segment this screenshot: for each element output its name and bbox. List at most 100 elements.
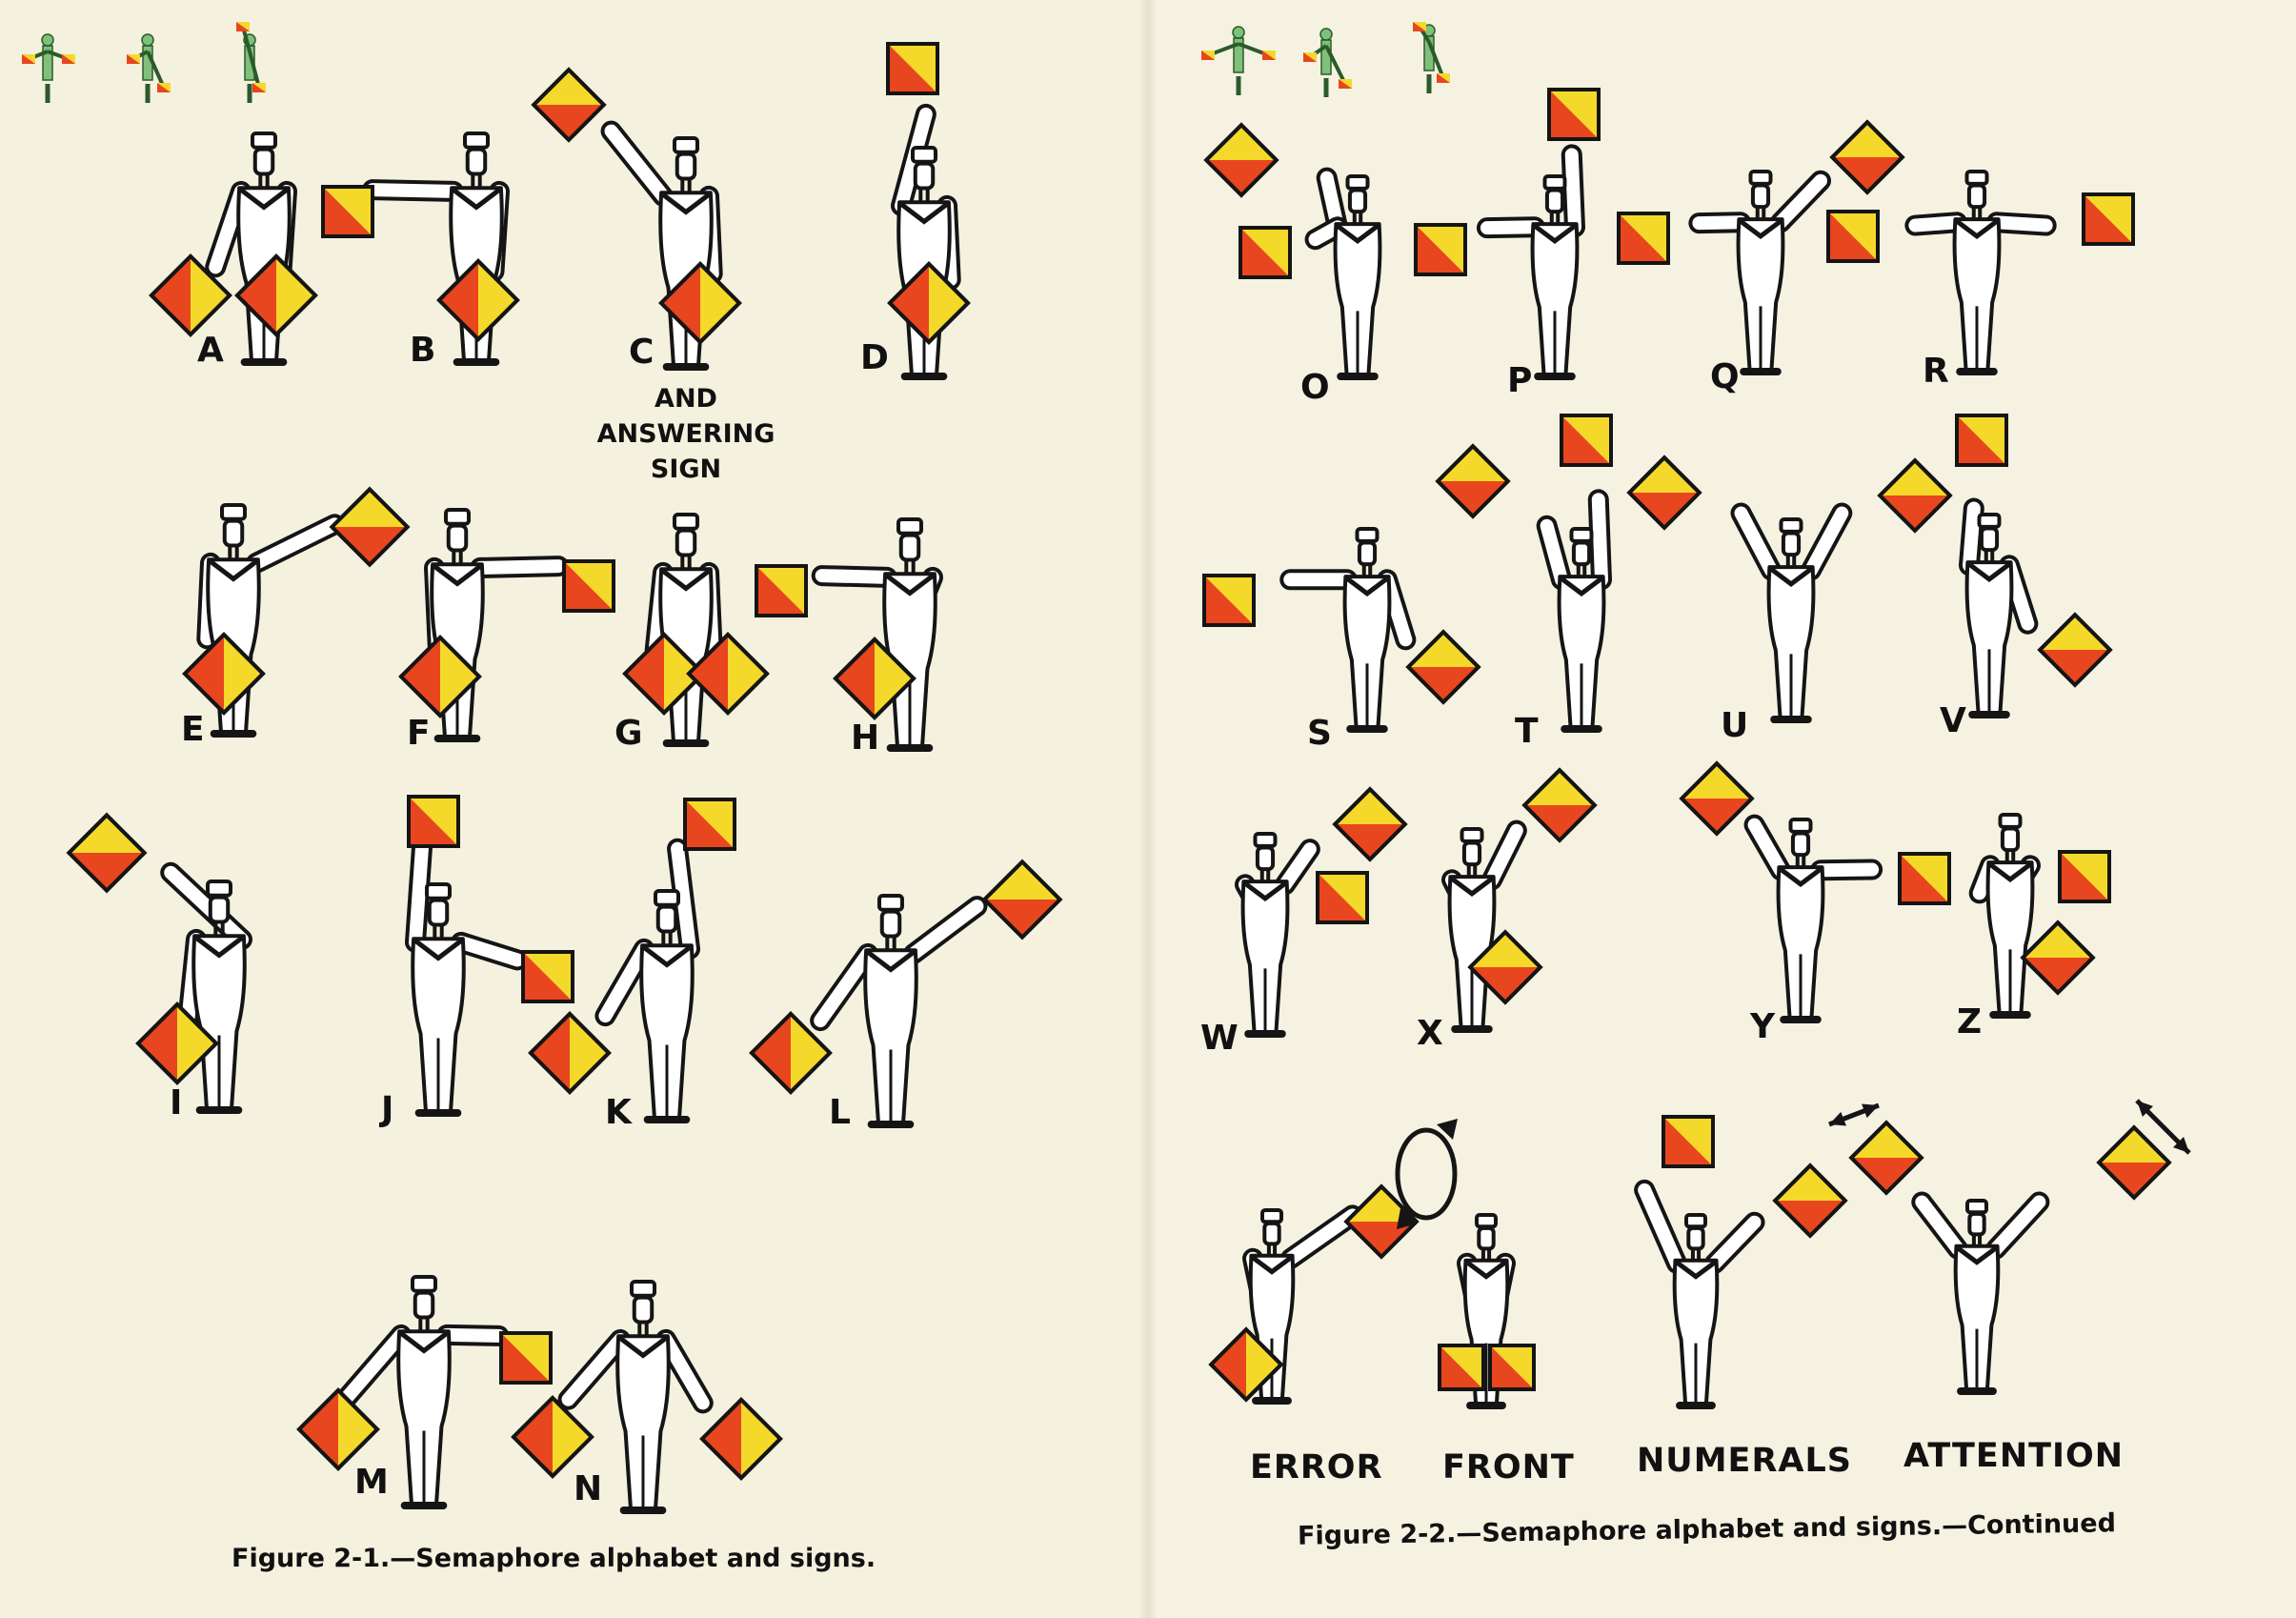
semaphore-flag-icon xyxy=(686,632,770,716)
semaphore-flag-icon xyxy=(1772,1163,1848,1239)
figure-x xyxy=(1441,767,1598,1033)
figure-k xyxy=(528,798,736,1123)
figure-error xyxy=(1208,1183,1420,1405)
letter-label-w: W xyxy=(1200,1019,1239,1058)
semaphore-flag-icon xyxy=(234,253,318,337)
semaphore-flag-icon xyxy=(1316,871,1369,924)
letter-label-h: H xyxy=(851,718,880,758)
figure-r xyxy=(1826,170,2135,375)
semaphore-flag-icon xyxy=(1547,88,1601,141)
letter-label-l: L xyxy=(829,1093,851,1132)
figure-b xyxy=(321,131,520,366)
letter-label-f: F xyxy=(407,714,431,753)
semaphore-flag-icon xyxy=(407,795,460,848)
semaphore-flag-icon xyxy=(1343,1183,1420,1260)
letter-label-y: Y xyxy=(1750,1007,1776,1046)
semaphore-figure-icon xyxy=(127,33,171,103)
letter-label-u: U xyxy=(1721,706,1749,745)
semaphore-flag-icon xyxy=(1877,457,1953,534)
figure-g xyxy=(622,513,770,747)
answering-sign-line-2: ANSWERING xyxy=(596,419,775,449)
semaphore-flag-icon xyxy=(436,258,520,342)
letter-label-n: N xyxy=(574,1469,603,1508)
figure-e xyxy=(182,486,411,738)
figure-numerals xyxy=(1634,1115,1848,1409)
rotate-arrow-icon xyxy=(1395,1119,1458,1229)
semaphore-flag-icon xyxy=(1438,1344,1485,1391)
answering-sign-note: AND ANSWERING SIGN xyxy=(581,381,791,487)
semaphore-flag-icon xyxy=(149,253,232,337)
semaphore-flag-icon xyxy=(1467,929,1543,1005)
figure-m xyxy=(296,1275,553,1509)
semaphore-flag-icon xyxy=(1435,443,1511,519)
figure-j xyxy=(405,795,574,1117)
figure-t xyxy=(1435,414,1613,733)
letter-label-g: G xyxy=(614,714,643,753)
double-arrow-icon xyxy=(2135,1099,2191,1155)
semaphore-flag-icon xyxy=(2096,1124,2172,1201)
figure-l xyxy=(749,859,1063,1128)
semaphore-flag-icon xyxy=(182,632,266,716)
letter-label-e: E xyxy=(181,710,205,749)
semaphore-figure-icon xyxy=(236,22,266,103)
semaphore-flag-icon xyxy=(699,1397,783,1481)
figure-v xyxy=(1955,414,2113,718)
semaphore-flag-icon xyxy=(981,859,1063,940)
figure-w xyxy=(1235,786,1408,1038)
semaphore-flag-icon xyxy=(1239,226,1292,279)
letter-label-r: R xyxy=(1923,352,1949,391)
figure-o xyxy=(1203,122,1382,380)
letter-label-x: X xyxy=(1417,1014,1443,1053)
figure-caption-left: Figure 2-1.—Semaphore alphabet and signs… xyxy=(232,1544,876,1573)
semaphore-flag-icon xyxy=(296,1387,380,1471)
semaphore-flag-icon xyxy=(135,1001,219,1085)
semaphore-flag-icon xyxy=(1414,223,1467,276)
semaphore-flag-icon xyxy=(511,1395,594,1479)
semaphore-flag-icon xyxy=(886,42,939,95)
figure-f xyxy=(398,508,615,742)
semaphore-flag-icon xyxy=(321,185,374,238)
semaphore-flag-icon xyxy=(658,261,742,345)
semaphore-flag-icon xyxy=(2020,920,2096,996)
semaphore-flag-icon xyxy=(833,637,916,720)
figure-u xyxy=(1626,455,1953,723)
figure-d xyxy=(886,42,971,380)
answering-sign-line-1: AND xyxy=(655,384,717,414)
sign-label-numerals: NUMERALS xyxy=(1637,1442,1852,1480)
letter-label-s: S xyxy=(1307,714,1332,753)
semaphore-flag-icon xyxy=(622,632,706,716)
semaphore-flag-icon xyxy=(528,1011,612,1095)
semaphore-flag-icon xyxy=(329,486,411,568)
semaphore-flag-icon xyxy=(1560,414,1613,467)
letter-label-m: M xyxy=(354,1463,389,1502)
answering-sign-line-3: SIGN xyxy=(650,455,722,484)
letter-label-v: V xyxy=(1940,701,1966,740)
semaphore-flag-icon xyxy=(1208,1326,1284,1403)
figure-front xyxy=(1438,1213,1536,1409)
semaphore-flag-icon xyxy=(2082,192,2135,246)
figure-p xyxy=(1414,88,1601,380)
semaphore-flag-icon xyxy=(1826,210,1880,263)
book-gutter xyxy=(1138,0,1158,1618)
figure-i xyxy=(66,812,252,1114)
semaphore-flag-icon xyxy=(1202,574,1256,627)
figure-attention xyxy=(1848,1120,2172,1395)
letter-label-i: I xyxy=(170,1083,183,1122)
figure-z xyxy=(1968,813,2111,1019)
figure-y xyxy=(1679,760,1951,1023)
semaphore-flag-icon xyxy=(499,1331,553,1385)
semaphore-flag-icon xyxy=(1898,852,1951,905)
semaphore-flag-icon xyxy=(755,564,808,617)
semaphore-flag-icon xyxy=(398,635,482,718)
semaphore-flag-icon xyxy=(1829,119,1905,195)
semaphore-flag-icon xyxy=(531,67,607,143)
semaphore-figure-icon xyxy=(1303,28,1352,97)
sign-label-front: FRONT xyxy=(1442,1448,1575,1487)
semaphore-flag-icon xyxy=(1626,455,1702,531)
sign-label-error: ERROR xyxy=(1250,1448,1383,1487)
semaphore-flag-icon xyxy=(1617,212,1670,265)
semaphore-flag-icon xyxy=(1488,1344,1536,1391)
letter-label-d: D xyxy=(860,338,889,377)
letter-label-j: J xyxy=(381,1090,394,1129)
